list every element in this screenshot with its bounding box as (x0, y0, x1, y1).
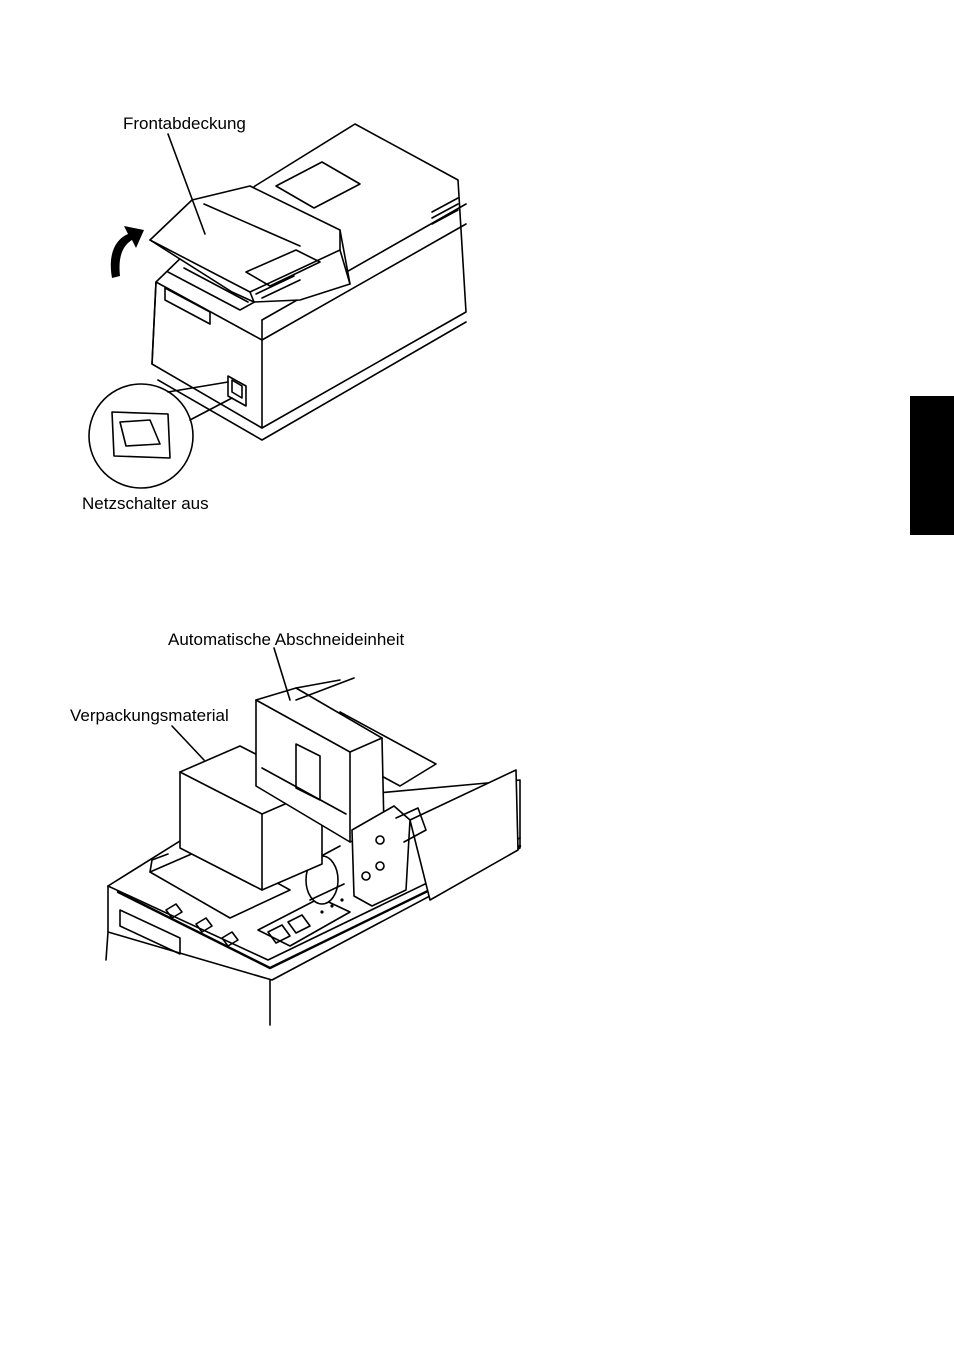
figure-auto-cutter-packing (0, 0, 954, 1060)
label-front-cover: Frontabdeckung (123, 114, 246, 134)
label-packing-material: Verpackungsmaterial (70, 706, 229, 726)
label-power-switch-off: Netzschalter aus (82, 494, 209, 514)
label-auto-cutter-unit: Automatische Abschneideinheit (168, 630, 404, 650)
